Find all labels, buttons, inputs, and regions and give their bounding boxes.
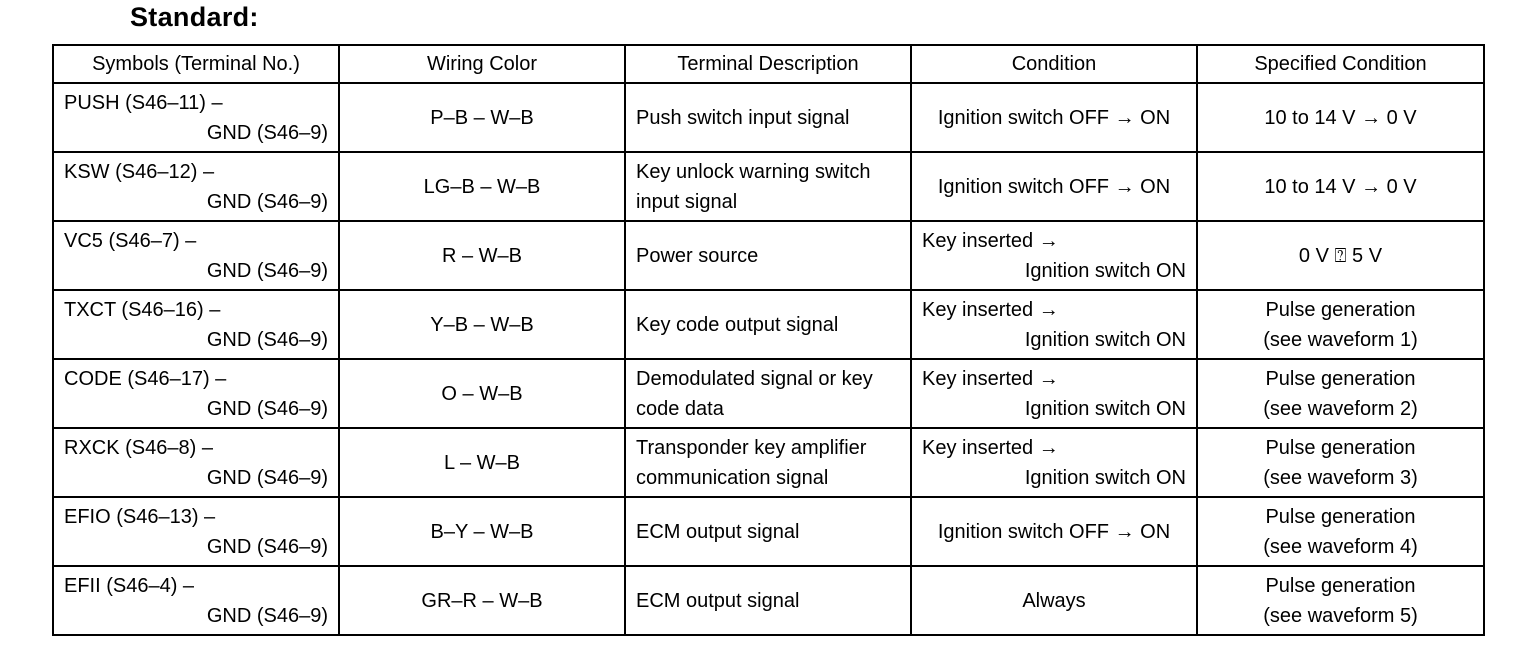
condition-cell: Key inserted → Ignition switch ON <box>910 358 1198 429</box>
specified-condition-cell: Pulse generation (see waveform 1) <box>1196 289 1485 360</box>
condition-cell: Ignition switch OFF → ON <box>910 496 1198 567</box>
condition-cell: Key inserted → Ignition switch ON <box>910 427 1198 498</box>
spec-line-1: Pulse generation <box>1265 505 1416 528</box>
specified-condition-cell: 10 to 14 V → 0 V <box>1196 151 1485 222</box>
description-cell: ECM output signal <box>624 496 912 567</box>
condition-line-1: Key inserted → <box>922 367 1059 390</box>
symbol-ground: GND (S46–9) <box>206 466 328 489</box>
wiring-color-cell: LG–B – W–B <box>338 151 626 222</box>
spec-line-1: Pulse generation <box>1265 367 1416 390</box>
condition-cell: Key inserted → Ignition switch ON <box>910 220 1198 291</box>
table-row: EFIO (S46–13) – GND (S46–9) B–Y – W–B EC… <box>52 496 1485 567</box>
symbol-terminal: EFII (S46–4) – <box>64 574 195 597</box>
symbol-terminal: EFIO (S46–13) – <box>64 505 216 528</box>
symbol-cell: PUSH (S46–11) – GND (S46–9) <box>52 82 340 153</box>
symbol-cell: TXCT (S46–16) – GND (S46–9) <box>52 289 340 360</box>
spec-line-1: Pulse generation <box>1265 436 1416 459</box>
column-header-condition: Condition <box>910 44 1198 84</box>
symbol-terminal: TXCT (S46–16) – <box>64 298 221 321</box>
table-row: VC5 (S46–7) – GND (S46–9) R – W–B Power … <box>52 220 1485 291</box>
condition-line-2: Ignition switch ON <box>1024 466 1186 489</box>
symbol-ground: GND (S46–9) <box>206 328 328 351</box>
table-row: PUSH (S46–11) – GND (S46–9) P–B – W–B Pu… <box>52 82 1485 153</box>
symbol-cell: RXCK (S46–8) – GND (S46–9) <box>52 427 340 498</box>
description-cell: Demodulated signal or key code data <box>624 358 912 429</box>
symbol-ground: GND (S46–9) <box>206 121 328 144</box>
condition-cell: Ignition switch OFF → ON <box>910 82 1198 153</box>
symbol-terminal: PUSH (S46–11) – <box>64 91 223 114</box>
symbol-ground: GND (S46–9) <box>206 397 328 420</box>
spec-line-1: Pulse generation <box>1265 574 1416 597</box>
spec-line-2: (see waveform 1) <box>1263 328 1418 351</box>
column-header-symbols: Symbols (Terminal No.) <box>52 44 340 84</box>
spec-line-2: (see waveform 2) <box>1263 397 1418 420</box>
description-cell: Power source <box>624 220 912 291</box>
symbol-cell: EFII (S46–4) – GND (S46–9) <box>52 565 340 636</box>
condition-cell: Ignition switch OFF → ON <box>910 151 1198 222</box>
description-cell: Key code output signal <box>624 289 912 360</box>
wiring-color-cell: Y–B – W–B <box>338 289 626 360</box>
description-cell: Transponder key amplifier communication … <box>624 427 912 498</box>
condition-line-1: Key inserted → <box>922 298 1059 321</box>
symbol-cell: CODE (S46–17) – GND (S46–9) <box>52 358 340 429</box>
wiring-color-cell: P–B – W–B <box>338 82 626 153</box>
column-header-terminal-description: Terminal Description <box>624 44 912 84</box>
condition-cell: Key inserted → Ignition switch ON <box>910 289 1198 360</box>
specified-condition-cell: Pulse generation (see waveform 3) <box>1196 427 1485 498</box>
table-row: CODE (S46–17) – GND (S46–9) O – W–B Demo… <box>52 358 1485 429</box>
wiring-color-cell: R – W–B <box>338 220 626 291</box>
specified-condition-cell: 10 to 14 V → 0 V <box>1196 82 1485 153</box>
table-row: RXCK (S46–8) – GND (S46–9) L – W–B Trans… <box>52 427 1485 498</box>
condition-line-2: Ignition switch ON <box>1024 259 1186 282</box>
symbol-ground: GND (S46–9) <box>206 535 328 558</box>
specified-condition-cell: Pulse generation (see waveform 2) <box>1196 358 1485 429</box>
terminal-spec-table: Symbols (Terminal No.) Wiring Color Term… <box>52 44 1485 636</box>
wiring-color-cell: B–Y – W–B <box>338 496 626 567</box>
wiring-color-cell: O – W–B <box>338 358 626 429</box>
specified-condition-cell: 0 V ⍰ 5 V <box>1196 220 1485 291</box>
symbol-ground: GND (S46–9) <box>206 190 328 213</box>
spec-line-1: Pulse generation <box>1265 298 1416 321</box>
section-heading: Standard: <box>130 2 259 32</box>
description-cell: Key unlock warning switch input signal <box>624 151 912 222</box>
spec-line-2: (see waveform 3) <box>1263 466 1418 489</box>
wiring-color-cell: GR–R – W–B <box>338 565 626 636</box>
column-header-specified-condition: Specified Condition <box>1196 44 1485 84</box>
spec-line-2: (see waveform 5) <box>1263 604 1418 627</box>
symbol-terminal: RXCK (S46–8) – <box>64 436 213 459</box>
symbol-cell: KSW (S46–12) – GND (S46–9) <box>52 151 340 222</box>
description-cell: Push switch input signal <box>624 82 912 153</box>
description-cell: ECM output signal <box>624 565 912 636</box>
column-header-wiring-color: Wiring Color <box>338 44 626 84</box>
condition-line-1: Key inserted → <box>922 436 1059 459</box>
specified-condition-cell: Pulse generation (see waveform 4) <box>1196 496 1485 567</box>
table-row: KSW (S46–12) – GND (S46–9) LG–B – W–B Ke… <box>52 151 1485 222</box>
symbol-ground: GND (S46–9) <box>206 259 328 282</box>
specified-condition-cell: Pulse generation (see waveform 5) <box>1196 565 1485 636</box>
condition-line-2: Ignition switch ON <box>1024 397 1186 420</box>
table-row: TXCT (S46–16) – GND (S46–9) Y–B – W–B Ke… <box>52 289 1485 360</box>
symbol-terminal: VC5 (S46–7) – <box>64 229 197 252</box>
symbol-cell: EFIO (S46–13) – GND (S46–9) <box>52 496 340 567</box>
table-header-row: Symbols (Terminal No.) Wiring Color Term… <box>52 44 1485 84</box>
symbol-terminal: CODE (S46–17) – <box>64 367 227 390</box>
condition-cell: Always <box>910 565 1198 636</box>
spec-line-2: (see waveform 4) <box>1263 535 1418 558</box>
symbol-ground: GND (S46–9) <box>206 604 328 627</box>
symbol-terminal: KSW (S46–12) – <box>64 160 215 183</box>
table-row: EFII (S46–4) – GND (S46–9) GR–R – W–B EC… <box>52 565 1485 636</box>
wiring-color-cell: L – W–B <box>338 427 626 498</box>
condition-line-2: Ignition switch ON <box>1024 328 1186 351</box>
condition-line-1: Key inserted → <box>922 229 1059 252</box>
symbol-cell: VC5 (S46–7) – GND (S46–9) <box>52 220 340 291</box>
